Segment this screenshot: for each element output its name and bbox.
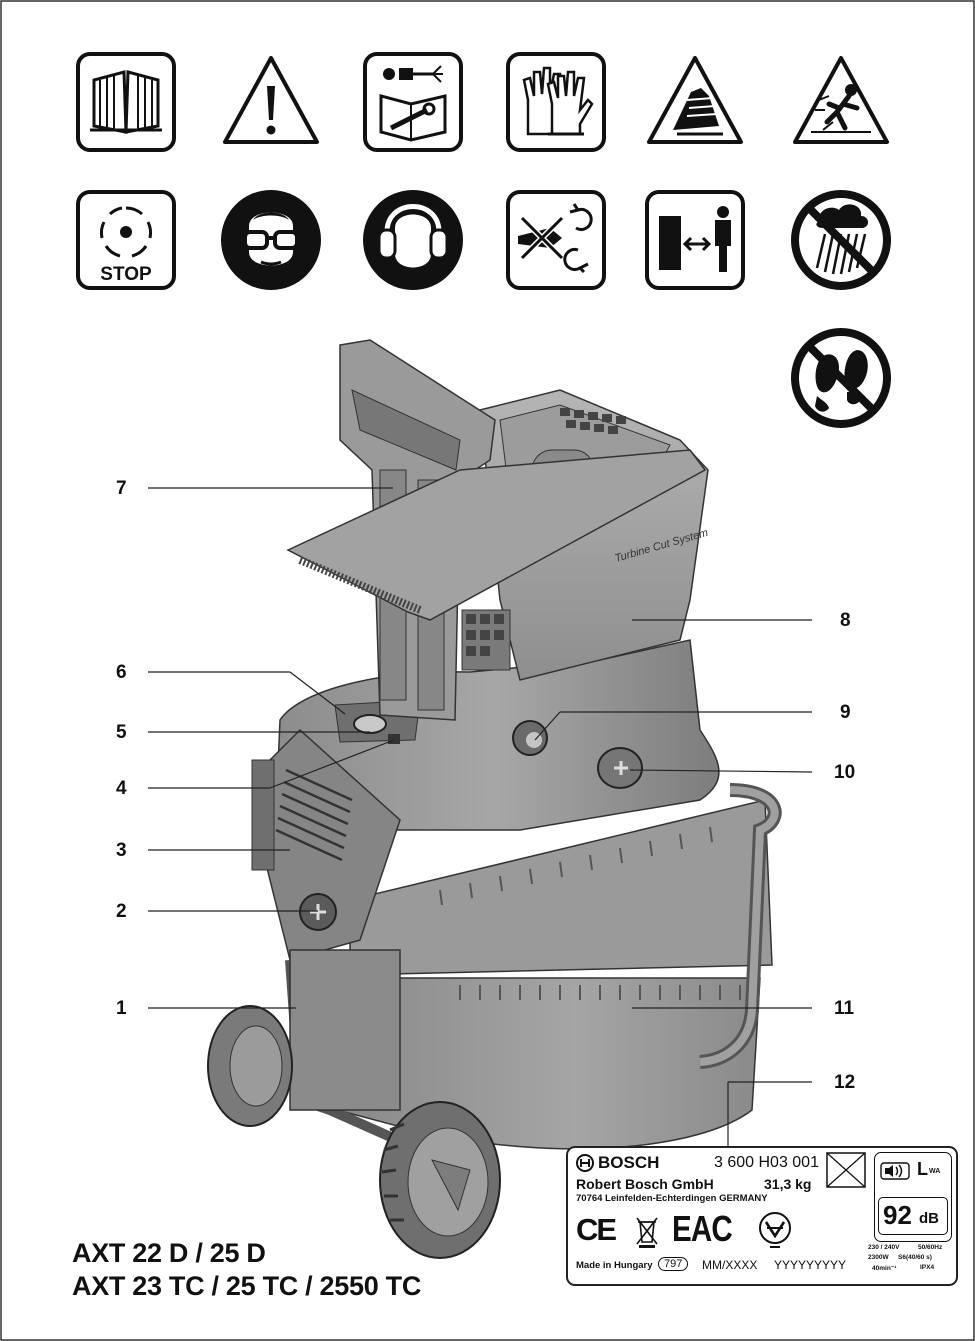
callout-7: 7: [116, 478, 127, 499]
spec-freq: 50/60Hz: [918, 1244, 943, 1251]
crossed-box-icon: [826, 1152, 866, 1188]
stop-label: STOP: [100, 264, 152, 285]
ejected-objects-warning-icon: [793, 56, 889, 144]
callout-5: 5: [116, 722, 127, 743]
read-manual-icon: [76, 52, 176, 152]
unplug-before-maintenance-icon: [363, 52, 463, 152]
spec-voltage: 230 / 240V: [868, 1244, 900, 1251]
warning-triangle-icon: [223, 56, 319, 144]
callout-9: 9: [840, 702, 851, 723]
noise-label: L: [917, 1159, 928, 1179]
plate-code: 797: [658, 1257, 689, 1271]
ua-conformity-icon: [759, 1212, 791, 1248]
speaker-icon: [880, 1162, 910, 1180]
eac-mark: EAC: [672, 1208, 733, 1249]
wear-eye-protection-icon: [221, 190, 321, 290]
callout-1: 1: [116, 998, 127, 1019]
wear-gloves-icon: [506, 52, 606, 152]
no-rain-icon: [791, 190, 891, 290]
plate-brand: BOSCH: [598, 1153, 660, 1172]
bosch-logo-icon: [576, 1154, 594, 1172]
callout-2: 2: [116, 901, 127, 922]
callout-11: 11: [834, 998, 855, 1019]
noise-sub: WA: [929, 1168, 941, 1175]
wear-ear-protection-icon: [363, 190, 463, 290]
model-line-1: AXT 22 D / 25 D: [72, 1238, 266, 1268]
plate-serial: YYYYYYYYY: [774, 1258, 847, 1272]
noise-level-box: L WA 92 dB: [874, 1152, 952, 1242]
noise-value-box: 92 dB: [878, 1197, 948, 1235]
callout-10: 10: [834, 762, 856, 783]
blades-stop-icon: STOP: [76, 190, 176, 290]
callout-3: 3: [116, 840, 127, 861]
keep-distance-icon: [645, 190, 745, 290]
noise-value: 92: [883, 1200, 912, 1230]
rating-plate: BOSCH 3 600 H03 001 Robert Bosch GmbH 31…: [566, 1146, 958, 1286]
callout-8: 8: [840, 610, 851, 631]
spec-power: 2300W: [868, 1254, 889, 1261]
plate-date: MM/XXXX: [702, 1258, 758, 1272]
spec-duty: S6(40/60 s): [898, 1254, 932, 1261]
leader-lines: [148, 487, 813, 1148]
spec-speed: 40min⁻¹: [872, 1265, 897, 1272]
callout-4: 4: [116, 778, 127, 799]
plate-address: 70764 Leinfelden-Echterdingen GERMANY: [576, 1193, 768, 1204]
spec-ip: IPX4: [920, 1264, 935, 1271]
noise-unit: dB: [919, 1210, 939, 1227]
callout-12: 12: [834, 1072, 856, 1093]
plate-company: Robert Bosch GmbH: [576, 1176, 714, 1192]
plate-made-in: Made in Hungary: [576, 1260, 653, 1271]
plate-part-number: 3 600 H03 001: [714, 1154, 819, 1171]
hand-injury-warning-icon: [647, 56, 743, 144]
weee-bin-icon: [636, 1217, 658, 1248]
plate-weight: 31,3 kg: [764, 1176, 812, 1192]
do-not-step-icon: [791, 328, 891, 428]
ce-mark: CE: [576, 1212, 617, 1247]
callout-6: 6: [116, 662, 127, 683]
hands-away-rotating-parts-icon: [506, 190, 606, 290]
model-line-2: AXT 23 TC / 25 TC / 2550 TC: [72, 1271, 422, 1301]
